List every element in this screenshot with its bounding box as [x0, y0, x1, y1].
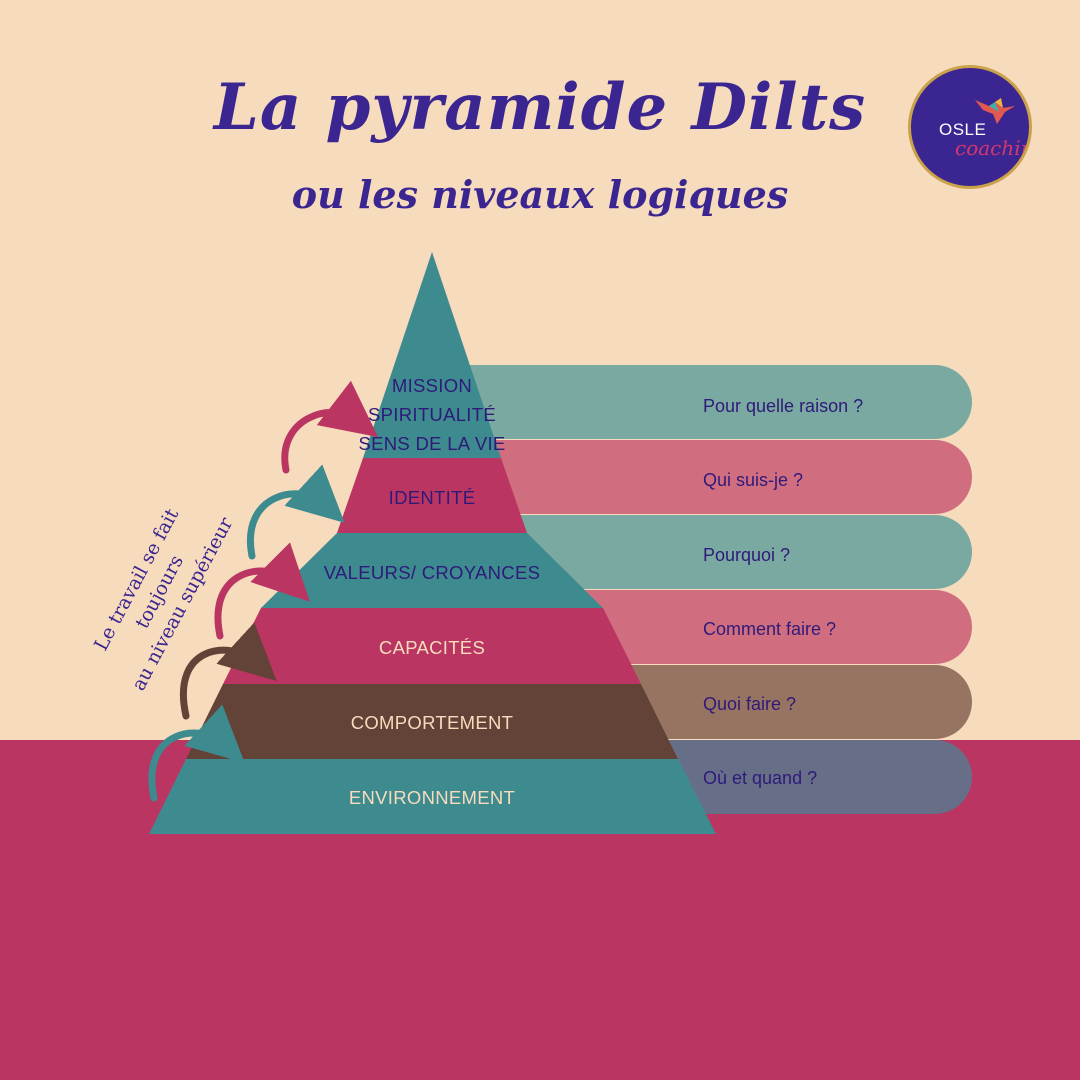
page-subtitle: ou les niveaux logiques [291, 172, 789, 217]
level-label-line: SENS DE LA VIE [358, 433, 506, 454]
arrow-to-valeurs [214, 542, 310, 640]
arrow-to-comportement [148, 704, 245, 802]
pyramid-level-mission [363, 252, 501, 458]
question-tab-mission [470, 365, 972, 439]
page-title: La pyramide Dilts [213, 70, 867, 145]
level-label-line: MISSION [391, 375, 473, 396]
level-label-comportement: COMPORTEMENT [350, 712, 514, 733]
brand-logo: OSLE coaching [908, 65, 1032, 189]
level-label-line: SPIRITUALITÉ [368, 404, 496, 425]
question-label: Comment faire ? [703, 619, 837, 639]
arrow-to-mission [281, 380, 379, 474]
question-label: Quoi faire ? [703, 694, 797, 714]
question-label: Pourquoi ? [703, 545, 791, 565]
question-tab-identite [470, 440, 972, 514]
pyramid-level-environnement [149, 759, 716, 834]
logo-script: coaching [955, 136, 1029, 160]
level-label-capacites: CAPACITÉS [378, 637, 486, 658]
level-label-environnement: ENVIRONNEMENT [348, 787, 516, 808]
level-label-valeurs: VALEURS/ CROYANCES [323, 562, 541, 583]
hummingbird-icon [975, 98, 1015, 124]
pyramid-level-identite [337, 458, 527, 533]
pyramid-level-valeurs [261, 533, 603, 608]
question-label: Qui suis-je ? [703, 470, 804, 490]
level-label-identite: IDENTITÉ [388, 487, 476, 508]
pyramid-level-capacites [223, 608, 641, 684]
pyramid-level-comportement [186, 684, 678, 759]
arrow-to-capacites [180, 622, 277, 720]
logo-wordmark: OSLE [939, 120, 987, 139]
question-label: Pour quelle raison ? [703, 396, 864, 416]
arrow-to-identite [246, 464, 345, 560]
level-label-mission: MISSION SPIRITUALITÉ SENS DE LA VIE [282, 371, 582, 458]
question-label: Où et quand ? [703, 768, 818, 788]
